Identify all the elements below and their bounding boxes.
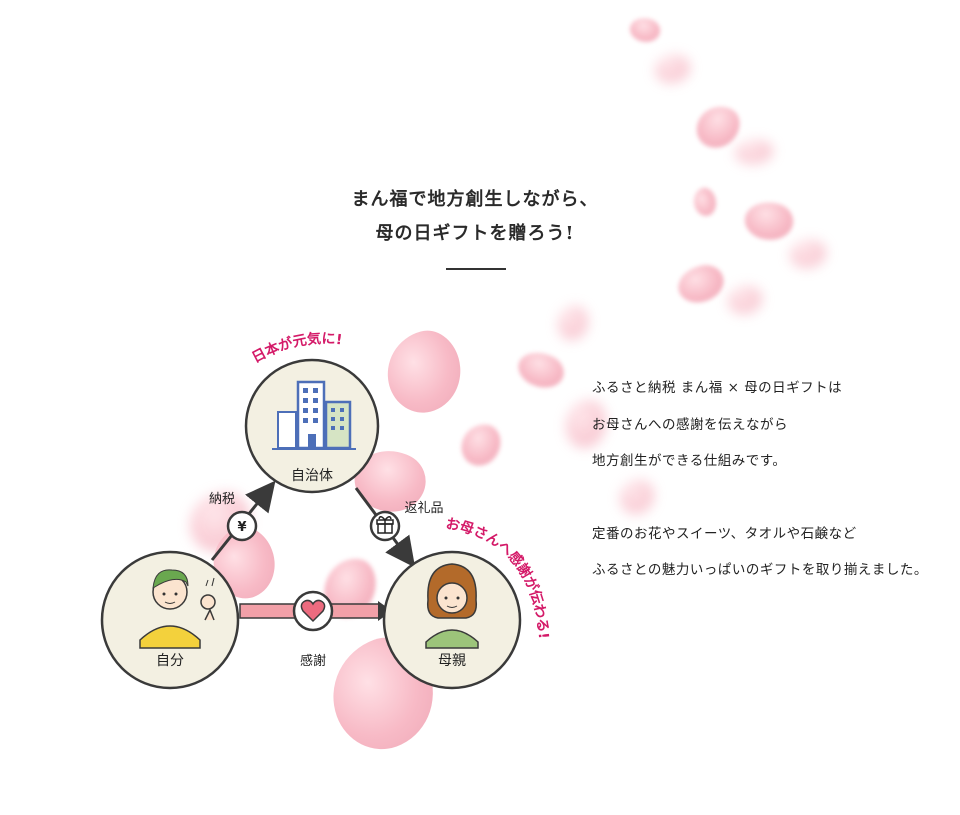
edge-label-tax: 納税 — [209, 492, 235, 507]
person-ok-sign-icon — [139, 569, 216, 649]
yen-badge: ¥ — [226, 510, 258, 542]
node-label-self: 自分 — [156, 653, 184, 669]
paragraph-gap — [592, 480, 952, 516]
heart-badge — [292, 590, 334, 632]
body-line: ふるさとの魅力いっぱいのギフトを取り揃えました。 — [592, 562, 928, 578]
node-label-mother: 母親 — [438, 653, 466, 669]
heart-icon — [300, 599, 326, 623]
building-icon — [272, 380, 356, 450]
mother-portrait-icon — [425, 563, 479, 649]
gift-badge — [369, 510, 401, 542]
body-line: お母さんへの感謝を伝えながら — [592, 416, 788, 433]
heading-divider — [446, 268, 506, 270]
node-mother: 母親 — [382, 550, 522, 690]
body-line: ふるさと納税 まん福 × 母の日ギフトは — [592, 380, 843, 396]
section-heading: まん福で地方創生しながら、 母の日ギフトを贈ろう! — [300, 183, 650, 251]
gift-icon — [376, 516, 394, 534]
node-municipality: 自治体 — [244, 358, 380, 494]
edge-label-gift: 返礼品 — [404, 500, 443, 516]
furusato-flow-diagram: 自治体 自分 母親 ¥ 納税 — [100, 330, 551, 690]
description-text: ふるさと納税 まん福 × 母の日ギフトは お母さんへの感謝を伝えながら 地方創生… — [592, 370, 952, 589]
heading-line-2: 母の日ギフトを贈ろう! — [375, 223, 575, 244]
heading-line-1: まん福で地方創生しながら、 — [351, 189, 599, 210]
yen-symbol: ¥ — [237, 520, 246, 535]
body-line: 地方創生ができる仕組みです。 — [592, 453, 787, 469]
node-label-municipality: 自治体 — [291, 468, 333, 484]
edge-label-thanks: 感謝 — [300, 653, 326, 669]
body-line: 定番のお花やスイーツ、タオルや石鹸など — [592, 525, 857, 542]
node-self: 自分 — [100, 550, 240, 690]
